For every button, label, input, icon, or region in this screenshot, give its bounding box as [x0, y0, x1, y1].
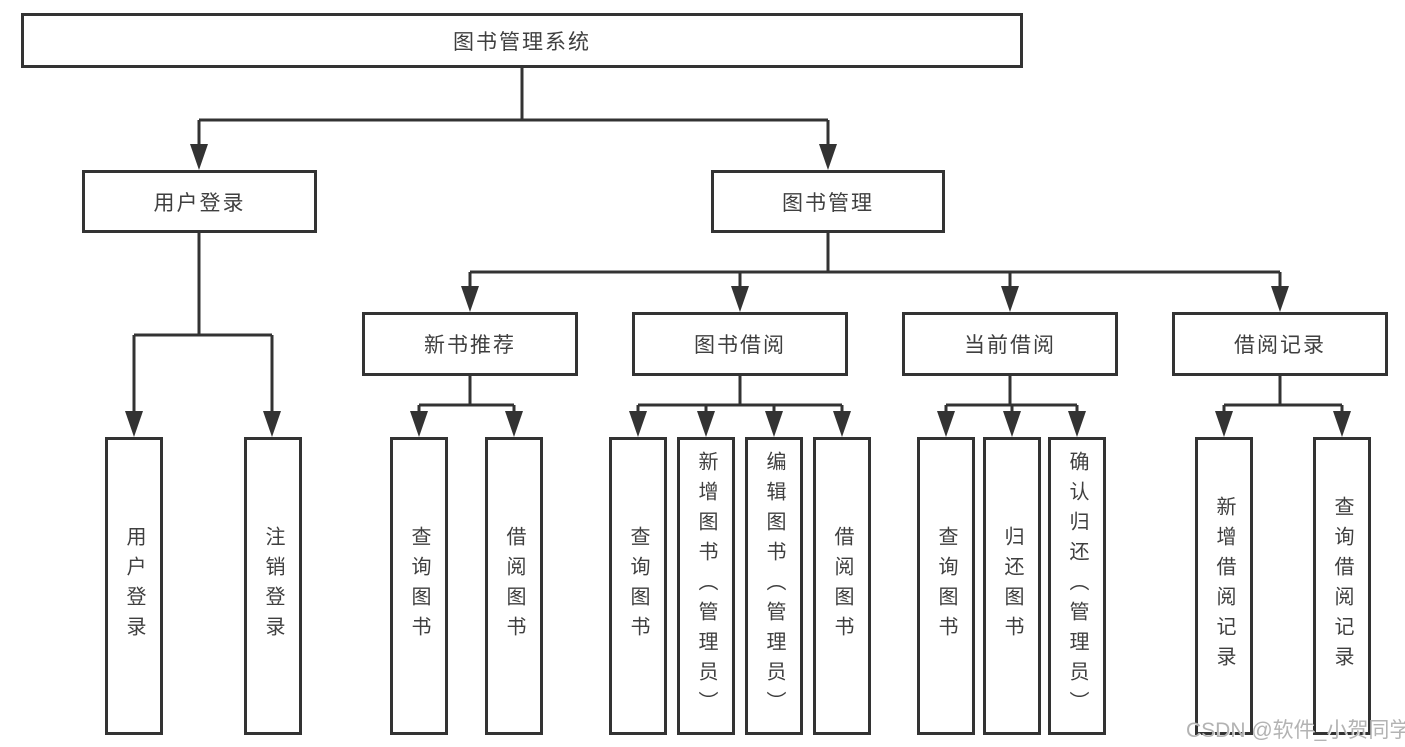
arrow-down-icon [125, 411, 143, 437]
leaf-label: 用户登录 [123, 526, 145, 646]
arrow-down-icon [190, 144, 208, 170]
leaf-query-borrow-record: 查询借阅记录 [1313, 437, 1371, 735]
leaf-edit-books-admin: 编辑图书（管理员） [745, 437, 803, 735]
arrow-down-icon [629, 411, 647, 437]
connector-root-to-level2 [197, 68, 830, 146]
node-book-borrowing: 图书借阅 [632, 312, 848, 376]
node-book-management: 图书管理 [711, 170, 945, 233]
arrow-down-icon [1271, 286, 1289, 312]
arrow-down-icon [833, 411, 851, 437]
arrow-down-icon [1068, 411, 1086, 437]
node-borrowing-records: 借阅记录 [1172, 312, 1388, 376]
arrow-down-icon [461, 286, 479, 312]
leaf-label: 借阅图书 [831, 526, 853, 646]
leaf-query-books-borrowing: 查询图书 [609, 437, 667, 735]
node-new-book-recommend: 新书推荐 [362, 312, 578, 376]
leaf-logout: 注销登录 [244, 437, 302, 735]
leaf-borrow-books-recommend: 借阅图书 [485, 437, 543, 735]
arrow-down-icon [1333, 411, 1351, 437]
node-current-borrowing-label: 当前借阅 [964, 334, 1056, 357]
leaf-label: 查询借阅记录 [1331, 496, 1353, 676]
connector-book-borrowing-to-leaves [636, 376, 844, 413]
node-book-management-label: 图书管理 [782, 191, 874, 215]
csdn-watermark: CSDN @软件_小贺同学 [1186, 719, 1405, 742]
node-user-login: 用户登录 [82, 170, 317, 233]
leaf-confirm-return-admin: 确认归还（管理员） [1048, 437, 1106, 735]
arrow-down-icon [937, 411, 955, 437]
arrow-down-icon [819, 144, 837, 170]
leaf-add-borrow-record: 新增借阅记录 [1195, 437, 1253, 735]
node-user-login-label: 用户登录 [153, 191, 246, 215]
node-new-book-recommend-label: 新书推荐 [424, 334, 516, 357]
arrow-down-icon [263, 411, 281, 437]
arrow-down-icon [1003, 411, 1021, 437]
arrow-down-icon [731, 286, 749, 312]
arrow-down-icon [1001, 286, 1019, 312]
arrow-down-icon [505, 411, 523, 437]
connector-borrowing-records-to-leaves [1222, 376, 1344, 413]
leaf-label: 查询图书 [627, 526, 649, 646]
node-current-borrowing: 当前借阅 [902, 312, 1118, 376]
leaf-label: 借阅图书 [503, 526, 525, 646]
connector-user-login-to-leaves [132, 233, 274, 413]
arrow-down-icon [697, 411, 715, 437]
leaf-label: 确认归还（管理员） [1066, 451, 1088, 721]
leaf-query-books-current: 查询图书 [917, 437, 975, 735]
connector-current-borrowing-to-leaves [944, 376, 1079, 413]
leaf-label: 查询图书 [408, 526, 430, 646]
connector-book-management-to-level3 [468, 233, 1282, 288]
arrow-down-icon [1215, 411, 1233, 437]
leaf-label: 新增图书（管理员） [695, 451, 717, 721]
arrow-down-icon [765, 411, 783, 437]
leaf-return-books: 归还图书 [983, 437, 1041, 735]
node-book-borrowing-label: 图书借阅 [694, 334, 786, 357]
leaf-add-books-admin: 新增图书（管理员） [677, 437, 735, 735]
leaf-borrow-books-borrowing: 借阅图书 [813, 437, 871, 735]
leaf-query-books-recommend: 查询图书 [390, 437, 448, 735]
node-root-label: 图书管理系统 [453, 30, 591, 54]
connector-new-book-recommend-to-leaves [417, 376, 516, 413]
arrow-down-icon [410, 411, 428, 437]
leaf-label: 查询图书 [935, 526, 957, 646]
leaf-label: 新增借阅记录 [1213, 496, 1235, 676]
leaf-label: 归还图书 [1001, 526, 1023, 646]
leaf-user-login: 用户登录 [105, 437, 163, 735]
leaf-label: 编辑图书（管理员） [763, 451, 785, 721]
node-borrowing-records-label: 借阅记录 [1234, 334, 1326, 357]
node-root: 图书管理系统 [21, 13, 1023, 68]
leaf-label: 注销登录 [262, 526, 284, 646]
